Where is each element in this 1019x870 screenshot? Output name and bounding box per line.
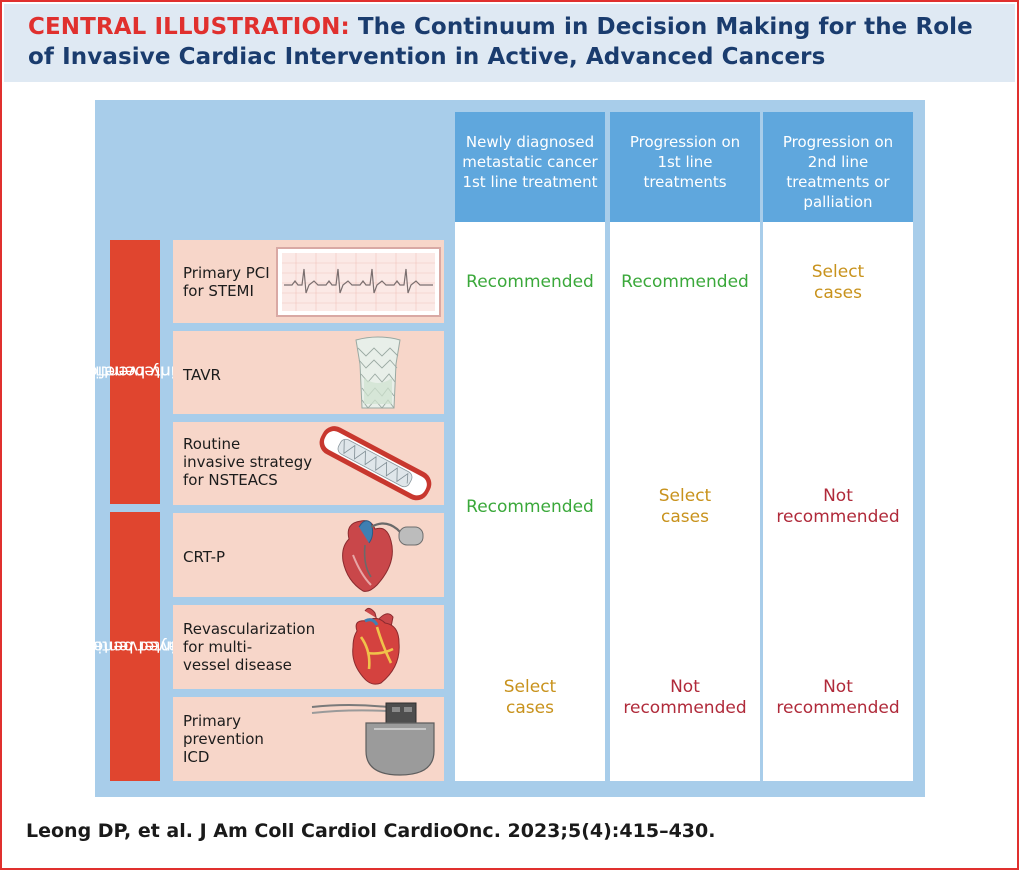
heart-icon	[352, 607, 400, 685]
cell-icd-progression-2nd: Not recommended	[763, 677, 913, 719]
column-header-newly-diagnosed: Newly diagnosed metastatic cancer 1st li…	[455, 112, 605, 222]
row-label-line: invasive strategy	[183, 453, 313, 471]
cell-pci-newly-diagnosed: Recommended	[466, 272, 594, 292]
ecg-strip-icon	[276, 247, 441, 317]
column-header-line: 2nd line	[807, 153, 869, 171]
cell-line: recommended	[776, 698, 900, 718]
row-primary-pci: Primary PCI for STEMI	[173, 240, 444, 323]
cell-line: Select	[811, 262, 865, 282]
column-header-progression-2nd: Progression on 2nd line treatments or pa…	[763, 112, 913, 222]
cell-icd-newly-diagnosed: Select cases	[455, 677, 605, 719]
row-label: Primary PCI for STEMI	[183, 264, 270, 300]
row-label-line: for STEMI	[183, 282, 254, 300]
cell-icd-progression-1st: Not recommended	[610, 677, 760, 719]
row-label: Revascularization for multi- vessel dise…	[183, 620, 315, 674]
row-revascularization: Revascularization for multi- vessel dise…	[173, 605, 444, 689]
row-label-line: for NSTEACS	[183, 471, 278, 489]
row-label-line: Primary PCI	[183, 264, 270, 282]
row-label-line: Primary	[183, 712, 241, 730]
cell-line: Select	[658, 486, 712, 506]
row-crt-p: CRT-P	[173, 513, 444, 597]
row-label-line: Routine	[183, 435, 241, 453]
column-header-line: treatments or	[786, 173, 890, 191]
title-line-1: The Continuum in Decision Making for the…	[357, 14, 973, 40]
column-header-progression-1st: Progression on 1st line treatments	[610, 112, 760, 222]
column-body-progression-1st	[610, 222, 760, 781]
cell-line: Not	[670, 677, 700, 697]
cell-mid-progression-1st: Select cases	[610, 486, 760, 528]
row-routine-invasive: Routine invasive strategy for NSTEACS	[173, 422, 444, 505]
column-header-line: treatments	[643, 173, 727, 191]
title-banner	[4, 4, 1015, 82]
row-label-line: TAVR	[183, 366, 221, 384]
cell-line: cases	[506, 698, 554, 718]
row-primary-prevention-icd: Primary prevention ICD	[173, 697, 444, 781]
row-label: TAVR	[183, 366, 221, 384]
row-label-line: prevention	[183, 730, 264, 748]
artery-stent-icon	[319, 426, 432, 501]
cell-line: Not	[823, 486, 853, 506]
cell-pci-progression-2nd: Select cases	[763, 262, 913, 304]
row-label: CRT-P	[183, 548, 225, 566]
valve-stent-icon	[355, 336, 401, 409]
column-header-line: Progression on	[782, 133, 894, 151]
column-header-line: Progression on	[629, 133, 741, 151]
column-header-line: 1st line treatment	[462, 173, 598, 191]
cell-line: recommended	[623, 698, 747, 718]
row-label-line: for multi-	[183, 638, 253, 656]
cell-mid-newly-diagnosed: Recommended	[466, 497, 594, 517]
row-label-line: ICD	[183, 748, 210, 766]
row-label-line: vessel disease	[183, 656, 292, 674]
row-label-line: CRT-P	[183, 548, 226, 566]
row-tavr: TAVR	[173, 331, 444, 414]
column-header-line: 1st line	[657, 153, 713, 171]
cell-line: Not	[823, 677, 853, 697]
cell-line: Select	[503, 677, 557, 697]
row-label: Routine invasive strategy for NSTEACS	[183, 435, 312, 489]
column-header-line: palliation	[803, 193, 873, 211]
figure-title: CENTRAL ILLUSTRATION: The Continuum in D…	[28, 12, 998, 72]
cell-mid-progression-2nd: Not recommended	[763, 486, 913, 528]
row-label: Primary prevention ICD	[183, 712, 264, 766]
column-header-line: metastatic cancer	[462, 153, 598, 171]
title-lead: CENTRAL ILLUSTRATION:	[28, 14, 350, 40]
cell-line: cases	[661, 507, 709, 527]
column-body-newly-diagnosed	[455, 222, 605, 781]
citation: Leong DP, et al. J Am Coll Cardiol Cardi…	[26, 820, 716, 842]
cell-line: recommended	[776, 507, 900, 527]
cell-line: cases	[814, 283, 862, 303]
cell-pci-progression-1st: Recommended	[621, 272, 749, 292]
column-body-progression-2nd	[763, 222, 913, 781]
pacemaker-heart-icon	[342, 520, 424, 592]
title-line-2: of Invasive Cardiac Intervention in Acti…	[28, 44, 826, 70]
row-label-line: Revascularization	[183, 620, 316, 638]
icd-device-icon	[311, 702, 435, 776]
column-header-line: Newly diagnosed	[465, 133, 595, 151]
